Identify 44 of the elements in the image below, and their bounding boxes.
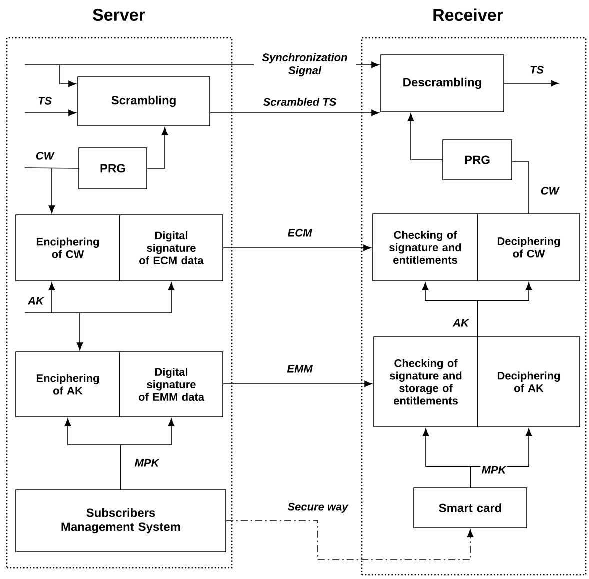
arrow [48,168,56,214]
arrow [120,418,175,490]
arrow [24,282,56,314]
edge-label: Synchronization Signal [254,52,356,78]
arrow [226,520,474,560]
edge-label: Scrambled TS [262,96,338,108]
node-label: Server [93,8,146,22]
arrow [60,64,76,88]
arrow [147,128,168,169]
arrow [223,244,372,252]
arrow [408,114,443,160]
process-box: Deciphering of AK [478,336,580,428]
edge-label: CW [540,186,560,196]
arrow [504,80,559,87]
process-box: Scrambling [78,76,210,126]
edge-label: Secure way [286,502,350,514]
process-box: Subscribers Management System [16,490,226,552]
arrow [76,312,84,350]
process-box: Deciphering of CW [478,214,580,282]
edge-label: AK [27,296,45,306]
edge-label: AK [452,318,470,328]
process-box: PRG [442,140,512,180]
edge-label: EMM [286,364,314,374]
process-box: Smart card [414,488,528,528]
process-box: Digital signature of ECM data [120,214,224,282]
edge-label: MPK [134,458,160,468]
process-box: Checking of signature and entitlements [372,214,478,282]
arrow [52,282,175,314]
arrow [223,380,372,388]
arrow [210,110,380,116]
node-label: Receiver [434,8,504,22]
arrow [24,110,76,116]
edge-label: CW [34,151,56,161]
process-box: PRG [78,148,148,190]
edge-label: TS [528,65,546,75]
process-box: Enciphering of AK [16,352,120,418]
process-box: Enciphering of CW [16,214,120,282]
edge-label: ECM [286,228,314,238]
process-box: Digital signature of EMM data [120,352,224,418]
edge-label: TS [36,96,54,106]
process-box: Descrambling [380,54,504,112]
process-box: Checking of signature and storage of entitlements [374,336,478,428]
arrow [477,282,532,337]
edge-label: MPK [480,465,508,475]
